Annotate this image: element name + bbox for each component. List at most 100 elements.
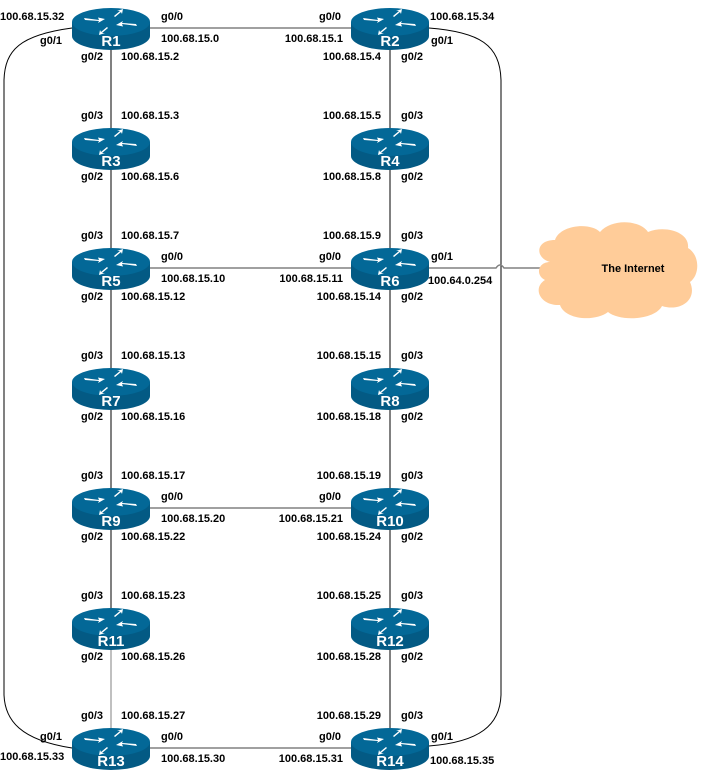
interface-name-label: g0/2 bbox=[81, 411, 103, 423]
interface-name-label: g0/2 bbox=[401, 291, 423, 303]
interface-name-label: g0/3 bbox=[81, 470, 103, 482]
router-icon bbox=[351, 368, 429, 410]
ip-address-label: 100.68.15.28 bbox=[317, 651, 381, 663]
router-icon bbox=[351, 608, 429, 650]
router-r1[interactable]: R1 bbox=[72, 8, 150, 50]
interface-name-label: g0/1 bbox=[431, 731, 453, 743]
interface-name-label: g0/1 bbox=[40, 35, 62, 47]
ip-address-label: 100.68.15.35 bbox=[430, 755, 494, 767]
interface-name-label: g0/0 bbox=[319, 11, 341, 23]
interface-name-label: g0/1 bbox=[431, 35, 453, 47]
router-label: R8 bbox=[380, 393, 399, 410]
ip-address-label: 100.68.15.4 bbox=[323, 51, 382, 63]
router-r4[interactable]: R4 bbox=[351, 128, 429, 170]
interface-name-label: g0/2 bbox=[81, 291, 103, 303]
ip-address-label: 100.68.15.0 bbox=[161, 33, 219, 45]
interface-name-label: g0/3 bbox=[401, 350, 423, 362]
ip-address-label: 100.68.15.3 bbox=[121, 110, 179, 122]
interface-name-label: g0/2 bbox=[401, 411, 423, 423]
ip-address-label: 100.68.15.11 bbox=[279, 273, 343, 285]
interface-name-label: g0/1 bbox=[431, 251, 453, 263]
router-label: R1 bbox=[101, 33, 120, 50]
ip-address-label: 100.68.15.7 bbox=[121, 230, 179, 242]
ip-address-label: 100.68.15.5 bbox=[323, 110, 381, 122]
ip-address-label: 100.68.15.21 bbox=[279, 513, 343, 525]
interface-name-label: g0/0 bbox=[161, 491, 183, 503]
ip-address-label: 100.68.15.33 bbox=[0, 751, 64, 763]
router-icon bbox=[72, 8, 150, 50]
interface-name-label: g0/0 bbox=[319, 731, 341, 743]
router-label: R2 bbox=[380, 33, 399, 50]
links-layer bbox=[3, 27, 541, 749]
interface-name-label: g0/2 bbox=[81, 531, 103, 543]
ip-address-label: 100.68.15.18 bbox=[317, 411, 381, 423]
interface-name-label: g0/3 bbox=[81, 350, 103, 362]
ip-address-label: 100.68.15.8 bbox=[323, 171, 381, 183]
link-r1-r13 bbox=[3, 27, 73, 749]
interface-name-label: g0/2 bbox=[401, 171, 423, 183]
ip-address-label: 100.68.15.13 bbox=[121, 350, 185, 362]
router-label: R6 bbox=[380, 273, 399, 290]
ip-address-label: 100.68.15.6 bbox=[121, 171, 179, 183]
ip-address-label: 100.68.15.16 bbox=[121, 411, 185, 423]
interface-name-label: g0/0 bbox=[319, 491, 341, 503]
ip-address-label: 100.68.15.23 bbox=[121, 590, 185, 602]
router-label: R5 bbox=[101, 273, 120, 290]
interface-name-label: g0/2 bbox=[81, 651, 103, 663]
router-r7[interactable]: R7 bbox=[72, 368, 150, 410]
router-label: R13 bbox=[97, 753, 125, 770]
interface-name-label: g0/1 bbox=[40, 731, 62, 743]
ip-address-label: 100.68.15.32 bbox=[0, 11, 64, 23]
ip-address-label: 100.64.0.254 bbox=[428, 275, 493, 287]
ip-address-label: 100.68.15.30 bbox=[161, 753, 225, 765]
router-label: R9 bbox=[101, 513, 120, 530]
router-icon bbox=[72, 728, 150, 770]
ip-address-label: 100.68.15.10 bbox=[161, 273, 225, 285]
internet-cloud[interactable]: The Internet bbox=[538, 222, 698, 319]
router-icon bbox=[351, 728, 429, 770]
interface-name-label: g0/3 bbox=[81, 110, 103, 122]
interface-labels-layer: g0/0 100.68.15.0 g0/0 100.68.15.1 g0/2 100.68… bbox=[0, 11, 495, 767]
interface-name-label: g0/3 bbox=[81, 230, 103, 242]
router-r11[interactable]: R11 bbox=[72, 608, 150, 650]
router-r10[interactable]: R10 bbox=[351, 488, 429, 530]
router-r8[interactable]: R8 bbox=[351, 368, 429, 410]
ip-address-label: 100.68.15.2 bbox=[121, 51, 179, 63]
router-r3[interactable]: R3 bbox=[72, 128, 150, 170]
cloud-label: The Internet bbox=[602, 263, 665, 275]
router-r12[interactable]: R12 bbox=[351, 608, 429, 650]
ip-address-label: 100.68.15.29 bbox=[317, 710, 381, 722]
link-r6-internet bbox=[429, 264, 541, 269]
router-r5[interactable]: R5 bbox=[72, 248, 150, 290]
cloud-shape bbox=[538, 222, 698, 319]
ip-address-label: 100.68.15.22 bbox=[121, 531, 185, 543]
router-label: R10 bbox=[376, 513, 404, 530]
ip-address-label: 100.68.15.27 bbox=[121, 710, 185, 722]
ip-address-label: 100.68.15.31 bbox=[279, 753, 343, 765]
router-r14[interactable]: R14 bbox=[351, 728, 429, 770]
interface-name-label: g0/2 bbox=[81, 171, 103, 183]
router-r2[interactable]: R2 bbox=[351, 8, 429, 50]
router-icon bbox=[351, 488, 429, 530]
interface-name-label: g0/0 bbox=[161, 731, 183, 743]
ip-address-label: 100.68.15.25 bbox=[317, 590, 381, 602]
ip-address-label: 100.68.15.17 bbox=[121, 470, 185, 482]
router-label: R3 bbox=[101, 153, 120, 170]
interface-name-label: g0/3 bbox=[401, 710, 423, 722]
router-r6[interactable]: R6 bbox=[351, 248, 429, 290]
ip-address-label: 100.68.15.1 bbox=[285, 33, 343, 45]
router-label: R4 bbox=[380, 153, 400, 170]
interface-name-label: g0/2 bbox=[81, 51, 103, 63]
router-r9[interactable]: R9 bbox=[72, 488, 150, 530]
interface-name-label: g0/3 bbox=[401, 590, 423, 602]
interface-name-label: g0/3 bbox=[401, 110, 423, 122]
ip-address-label: 100.68.15.26 bbox=[121, 651, 185, 663]
router-label: R11 bbox=[98, 633, 125, 650]
interface-name-label: g0/3 bbox=[401, 230, 423, 242]
router-r13[interactable]: R13 bbox=[72, 728, 150, 770]
interface-name-label: g0/0 bbox=[161, 11, 183, 23]
router-icon bbox=[72, 128, 150, 170]
interface-name-label: g0/0 bbox=[161, 251, 183, 263]
interface-name-label: g0/2 bbox=[401, 531, 423, 543]
